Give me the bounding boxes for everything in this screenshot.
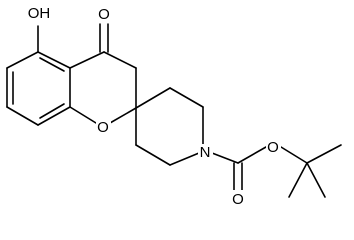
bond (280, 146, 308, 164)
ring-oxygen-label: O (97, 119, 109, 136)
bond (109, 107, 137, 124)
bond (69, 51, 105, 69)
hydroxyl-label: OH (28, 5, 51, 22)
ester-oxygen-label: O (267, 139, 279, 156)
nitrogen-label: N (200, 144, 211, 161)
carbonyl-oxygen-label: O (232, 191, 244, 208)
bond (306, 144, 342, 164)
bond (6, 51, 39, 69)
bond (169, 87, 204, 108)
bond (169, 152, 200, 166)
bond (37, 51, 71, 69)
bond (135, 144, 171, 166)
piperidine-ring-bonds (135, 87, 204, 166)
bond (288, 162, 308, 198)
aromatic-double-bond (39, 103, 65, 119)
bond (306, 162, 326, 198)
molecule-structure: OH O O N O O (6, 4, 342, 208)
bond (69, 106, 97, 124)
boc-group-bonds (211, 144, 342, 198)
chromanone-ring-bonds (37, 23, 137, 124)
benzene-ring-bonds (6, 51, 71, 126)
atom-labels: OH O O N O O (26, 4, 281, 208)
bond (37, 106, 71, 126)
bond (211, 152, 239, 164)
ketone-oxygen-label: O (98, 6, 110, 23)
bond (103, 51, 137, 69)
aromatic-double-bond (39, 57, 65, 72)
bond (135, 87, 171, 109)
bond (237, 146, 267, 164)
bond (6, 106, 39, 126)
